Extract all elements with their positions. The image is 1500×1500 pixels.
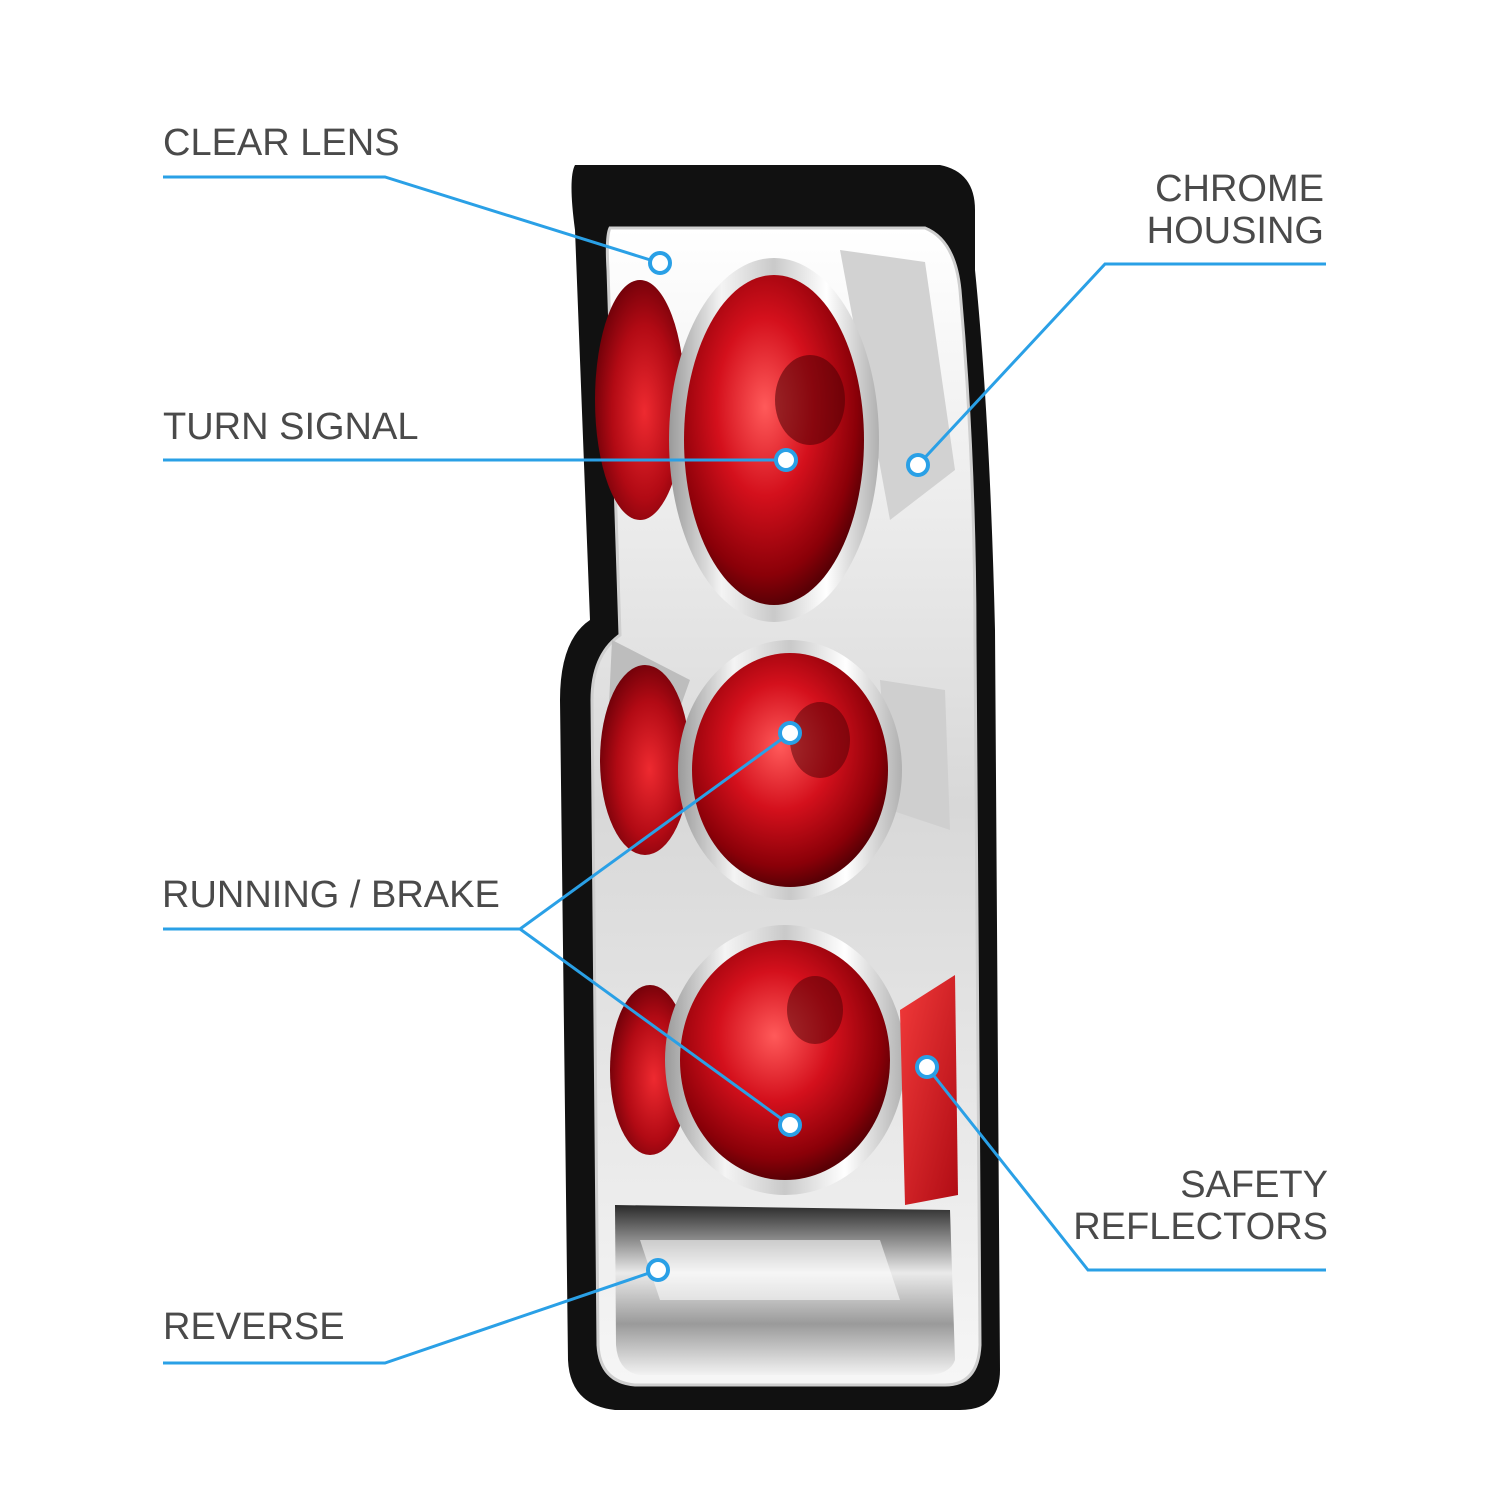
left-red-lens xyxy=(595,280,685,520)
label-safety-reflectors: SAFETY REFLECTORS xyxy=(1073,1164,1328,1248)
callout-line-chrome-housing xyxy=(916,262,1326,467)
label-reverse: REVERSE xyxy=(163,1306,345,1348)
label-clear-lens: CLEAR LENS xyxy=(163,122,400,164)
callout-line-safety-reflectors xyxy=(925,1066,1326,1272)
label-chrome-housing-line1: CHROME xyxy=(1155,168,1324,210)
callout-line-clear-lens xyxy=(163,175,661,265)
lower-lens-bulb xyxy=(787,976,843,1044)
callout-line-reverse xyxy=(163,1268,659,1365)
callout-dot-turn-signal xyxy=(774,448,798,472)
left-red-lens xyxy=(600,665,690,855)
label-turn-signal: TURN SIGNAL xyxy=(163,406,419,448)
callout-dot-running-brake xyxy=(778,1113,802,1137)
callout-line-running-brake xyxy=(519,927,791,1127)
label-safety-reflectors-line1: SAFETY xyxy=(1180,1164,1328,1206)
running-brake-lens xyxy=(692,653,888,887)
running-brake-bulb xyxy=(790,702,850,778)
label-chrome-housing-line2: HOUSING xyxy=(1146,210,1324,252)
lower-lens xyxy=(680,940,890,1180)
callout-dot-running-brake xyxy=(778,721,802,745)
turn-signal-bulb xyxy=(775,355,845,445)
label-safety-reflectors-line2: REFLECTORS xyxy=(1073,1206,1328,1248)
safety-reflector xyxy=(900,975,958,1205)
callout-dot-clear-lens xyxy=(648,251,672,275)
callout-dot-reverse xyxy=(646,1258,670,1282)
callout-dot-safety-reflectors xyxy=(915,1055,939,1079)
reverse-highlight xyxy=(640,1240,900,1300)
label-chrome-housing: CHROME HOUSING xyxy=(1147,168,1324,252)
turn-signal-lens xyxy=(684,275,864,605)
callout-dot-chrome-housing xyxy=(906,453,930,477)
label-running-brake: RUNNING / BRAKE xyxy=(162,874,500,916)
chrome-facet xyxy=(840,250,955,520)
